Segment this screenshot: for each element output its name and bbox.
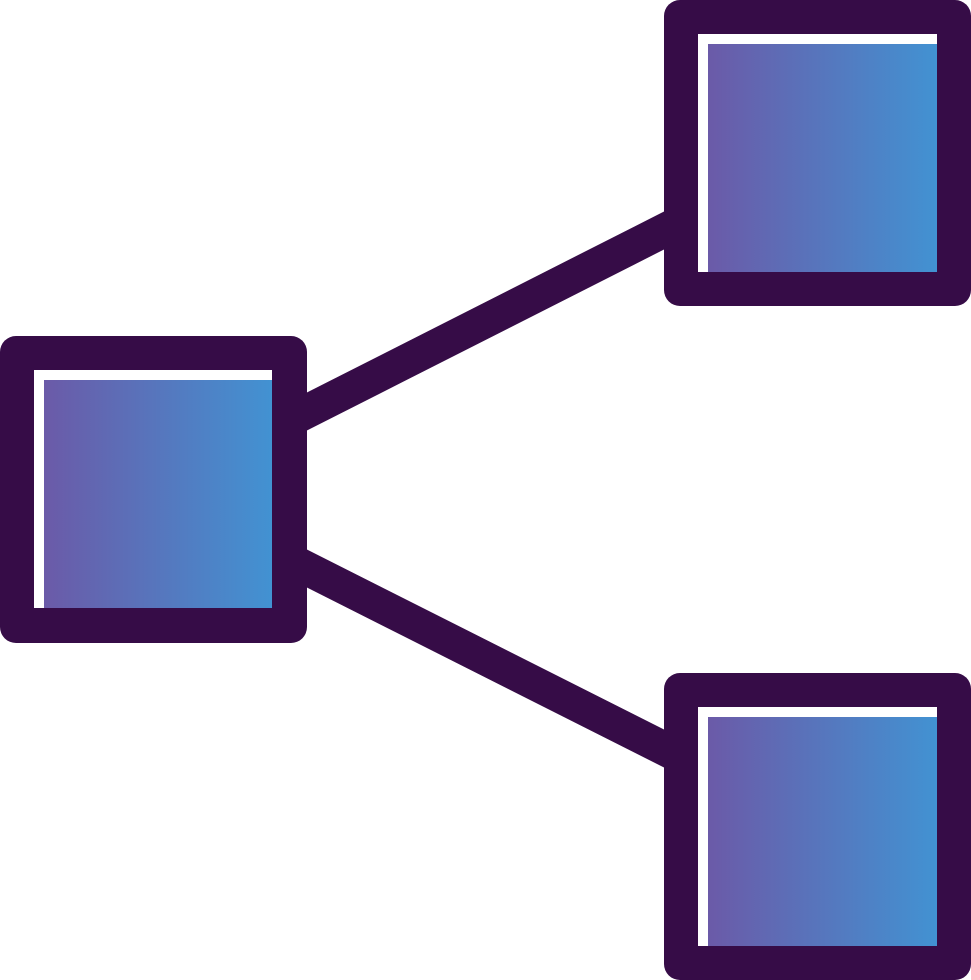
bottom-right-node <box>664 673 971 980</box>
top-right-node <box>664 0 971 306</box>
left-node-fill <box>44 380 272 608</box>
top-right-node-fill <box>708 44 937 272</box>
connectors <box>300 211 665 768</box>
connector-line-lower <box>300 546 665 768</box>
bottom-right-node-fill <box>708 717 937 946</box>
left-node <box>0 336 307 643</box>
connector-line-upper <box>300 211 665 434</box>
